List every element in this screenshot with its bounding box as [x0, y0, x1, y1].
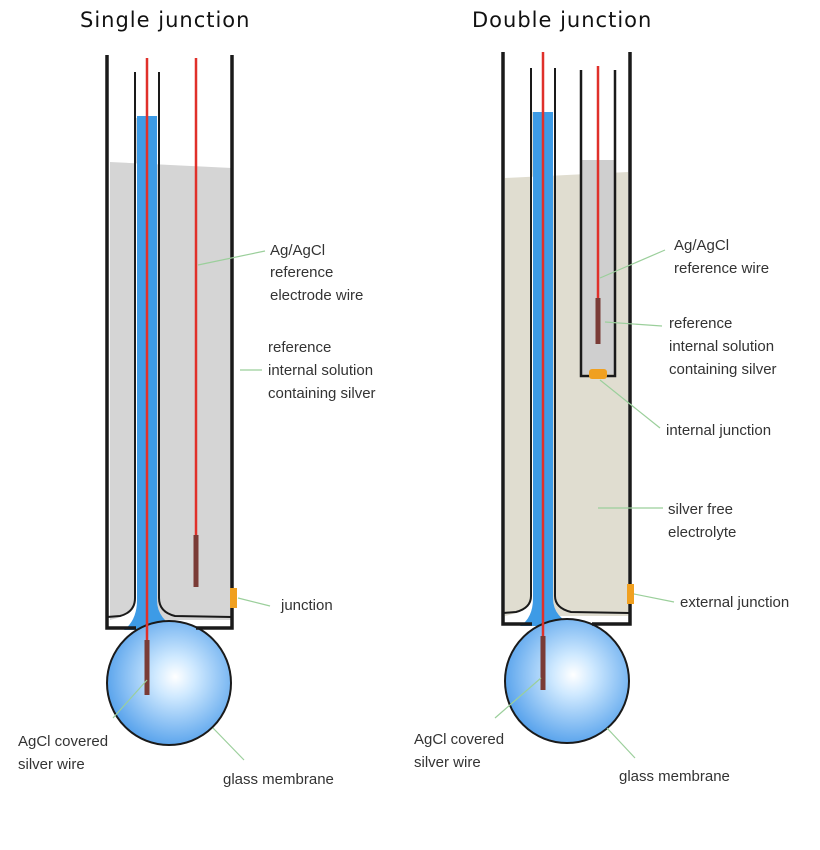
single-inner-electrolyte — [124, 116, 180, 630]
double-leader-ref-wire — [599, 249, 666, 279]
double-label-external-junction: external junction — [680, 594, 789, 611]
double-label-agcl-wire: AgCl covered silver wire — [414, 731, 508, 771]
single-label-junction: junction — [280, 597, 333, 614]
single-agcl-coating — [144, 640, 150, 695]
double-inner-tube-outline — [502, 68, 631, 614]
double-reference-coating — [595, 298, 601, 344]
single-leader-membrane — [212, 727, 245, 761]
single-reference-coating — [193, 535, 199, 587]
single-label-glass-membrane: glass membrane — [223, 771, 334, 788]
single-label-ref-wire: Ag/AgCl reference electrode wire — [270, 242, 363, 304]
double-label-internal-junction: internal junction — [666, 422, 771, 439]
double-leader-solution — [604, 321, 663, 327]
double-glass-bulb — [504, 618, 630, 744]
double-leader-external-junction — [633, 593, 675, 603]
double-agcl-coating — [540, 636, 546, 690]
double-leader-membrane — [606, 727, 636, 759]
double-internal-junction-plug — [589, 369, 607, 379]
single-junction-electrode: Single junction Ag/AgCl reference electr… — [18, 8, 377, 788]
single-leader-agcl — [112, 679, 148, 719]
single-inner-tube-outline — [106, 72, 233, 618]
double-inner-electrolyte — [520, 112, 576, 626]
single-leader-ref-wire — [197, 250, 266, 266]
single-leader-junction — [237, 597, 271, 607]
double-junction-title: Double junction — [472, 8, 652, 32]
single-junction-title: Single junction — [80, 8, 250, 32]
double-external-junction-plug — [627, 584, 634, 604]
double-junction-electrode: Double junction Ag/ — [414, 8, 789, 785]
single-junction-plug — [230, 588, 237, 608]
double-label-ref-wire: Ag/AgCl reference wire — [674, 237, 769, 277]
single-label-agcl-wire: AgCl covered silver wire — [18, 733, 112, 773]
double-label-glass-membrane: glass membrane — [619, 768, 730, 785]
double-label-internal-solution: reference internal solution containing s… — [669, 315, 778, 378]
double-label-electrolyte: silver free electrolyte — [668, 501, 737, 541]
single-glass-bulb — [106, 620, 232, 746]
single-body-outline — [105, 55, 234, 630]
double-leader-internal-junction — [599, 379, 661, 429]
double-leader-agcl — [494, 677, 542, 719]
single-internal-solution-fill — [110, 118, 232, 620]
single-label-internal-solution: reference internal solution containing s… — [268, 339, 377, 402]
double-body-outline — [501, 52, 632, 626]
